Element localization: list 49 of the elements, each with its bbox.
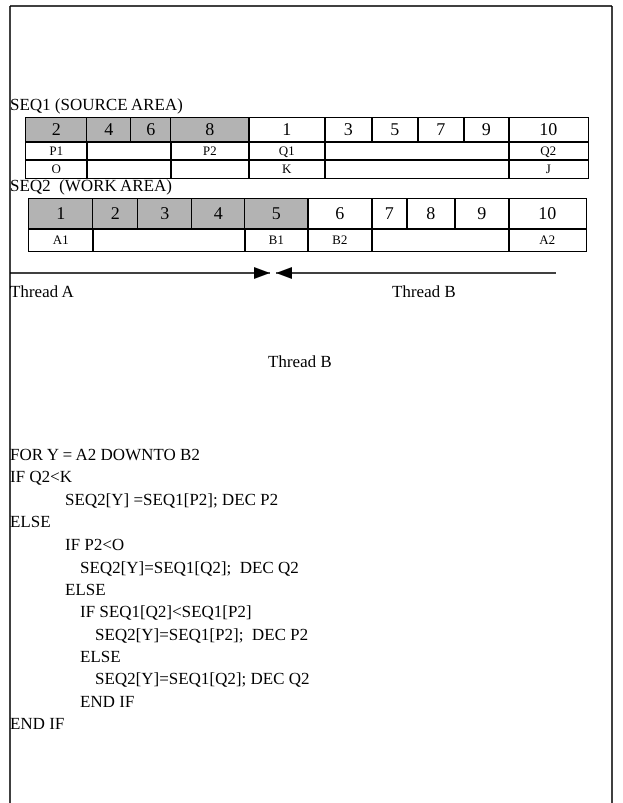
table-cell: A2 [508, 228, 586, 252]
table-cell: 8 [170, 117, 250, 142]
table-cell: O [25, 159, 88, 178]
table-cell: B2 [307, 228, 372, 252]
code-line: SEQ2[Y]=SEQ1[Q2]; DEC Q2 [95, 669, 310, 689]
table-cell: K [248, 159, 326, 178]
table-cell: P1 [25, 141, 88, 160]
code-line: ELSE [10, 512, 51, 532]
table-cell: Q1 [248, 141, 326, 160]
table-cell: B1 [244, 228, 308, 252]
section-heading: Thread B [268, 352, 332, 372]
table-cell: 6 [130, 117, 172, 142]
table-cell: Q2 [508, 141, 588, 160]
table-cell: 7 [417, 117, 464, 142]
code-line: IF SEQ1[Q2]<SEQ1[P2] [80, 602, 252, 622]
code-line: SEQ2[Y] =SEQ1[P2]; DEC P2 [65, 490, 278, 510]
table-cell: 9 [463, 117, 510, 142]
code-line: END IF [10, 714, 64, 734]
section-heading: SEQ2 (WORK AREA) [10, 176, 172, 196]
table-cell: 10 [508, 198, 586, 230]
code-line: SEQ2[Y]=SEQ1[Q2]; DEC Q2 [80, 558, 299, 578]
code-line: END IF [80, 692, 134, 712]
table-cell: 1 [248, 117, 326, 142]
table-cell: 1 [28, 198, 94, 230]
table-cell: 5 [371, 117, 418, 142]
table-cell: 7 [371, 198, 408, 230]
code-line: ELSE [80, 647, 121, 667]
table-cell: 2 [25, 117, 88, 142]
thread-label: Thread A [10, 282, 74, 302]
section-heading: SEQ1 (SOURCE AREA) [10, 95, 183, 115]
table-cell: 4 [86, 117, 132, 142]
table-cell: 8 [406, 198, 456, 230]
table-cell: 2 [92, 198, 138, 230]
table-cell: 9 [454, 198, 510, 230]
code-line: IF P2<O [65, 535, 124, 555]
table-cell: P2 [170, 141, 250, 160]
table-cell: 4 [191, 198, 246, 230]
table-cell: 3 [137, 198, 192, 230]
table-cell: 6 [307, 198, 372, 230]
code-line: SEQ2[Y]=SEQ1[P2]; DEC P2 [95, 625, 308, 645]
thread-label: Thread B [392, 282, 456, 302]
code-line: FOR Y = A2 DOWNTO B2 [10, 445, 200, 465]
table-cell: 3 [324, 117, 372, 142]
table-cell: A1 [28, 228, 94, 252]
table-cell: J [508, 159, 588, 178]
code-line: ELSE [65, 580, 106, 600]
code-line: IF Q2<K [10, 467, 72, 487]
table-cell: 10 [508, 117, 588, 142]
table-cell: 5 [244, 198, 308, 230]
